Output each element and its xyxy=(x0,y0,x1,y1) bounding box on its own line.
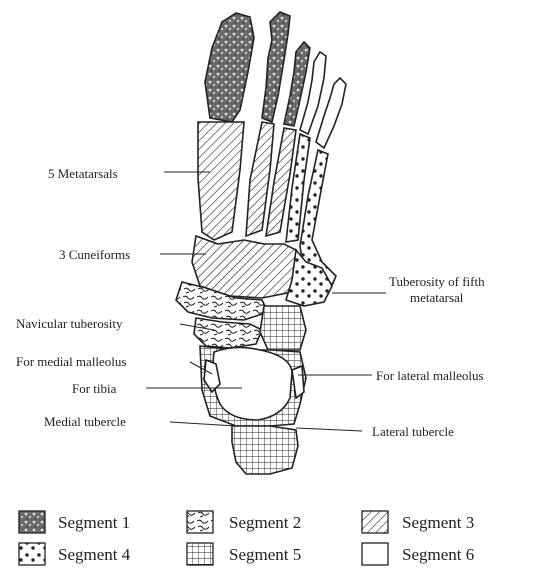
label-tuberosity-fifth-2: metatarsal xyxy=(410,290,464,305)
legend-swatch-segment-4 xyxy=(19,543,45,565)
label-lateral-tubercle: Lateral tubercle xyxy=(372,424,454,439)
legend-label-segment-4: Segment 4 xyxy=(58,545,131,564)
label-cuneiforms: 3 Cuneiforms xyxy=(59,247,130,262)
legend-swatch-segment-3 xyxy=(362,511,388,533)
legend-swatch-segment-5 xyxy=(187,543,213,565)
talus-calcaneus xyxy=(200,346,306,474)
legend-item-segment-3: Segment 3 xyxy=(362,511,474,533)
label-medial-malleolus: For medial malleolus xyxy=(16,354,126,369)
label-medial-tubercle: Medial tubercle xyxy=(44,414,126,429)
legend: Segment 1 Segment 2 Segment 3 Segment 4 … xyxy=(19,511,474,565)
label-tuberosity-fifth-1: Tuberosity of fifth xyxy=(389,274,485,289)
label-metatarsals: 5 Metatarsals xyxy=(48,166,118,181)
legend-item-segment-6: Segment 6 xyxy=(362,543,474,565)
foot-bones xyxy=(176,12,346,474)
legend-swatch-segment-6 xyxy=(362,543,388,565)
label-lateral-malleolus: For lateral malleolus xyxy=(376,368,484,383)
legend-label-segment-5: Segment 5 xyxy=(229,545,301,564)
label-navicular-tuberosity: Navicular tuberosity xyxy=(16,316,123,331)
legend-swatch-segment-2 xyxy=(187,511,213,533)
legend-swatch-segment-1 xyxy=(19,511,45,533)
legend-label-segment-6: Segment 6 xyxy=(402,545,474,564)
legend-label-segment-2: Segment 2 xyxy=(229,513,301,532)
label-tibia: For tibia xyxy=(72,381,117,396)
legend-item-segment-5: Segment 5 xyxy=(187,543,301,565)
legend-item-segment-2: Segment 2 xyxy=(187,511,301,533)
leader-lateral-tubercle xyxy=(296,428,362,431)
legend-item-segment-1: Segment 1 xyxy=(19,511,130,533)
legend-label-segment-3: Segment 3 xyxy=(402,513,474,532)
legend-item-segment-4: Segment 4 xyxy=(19,543,131,565)
legend-label-segment-1: Segment 1 xyxy=(58,513,130,532)
